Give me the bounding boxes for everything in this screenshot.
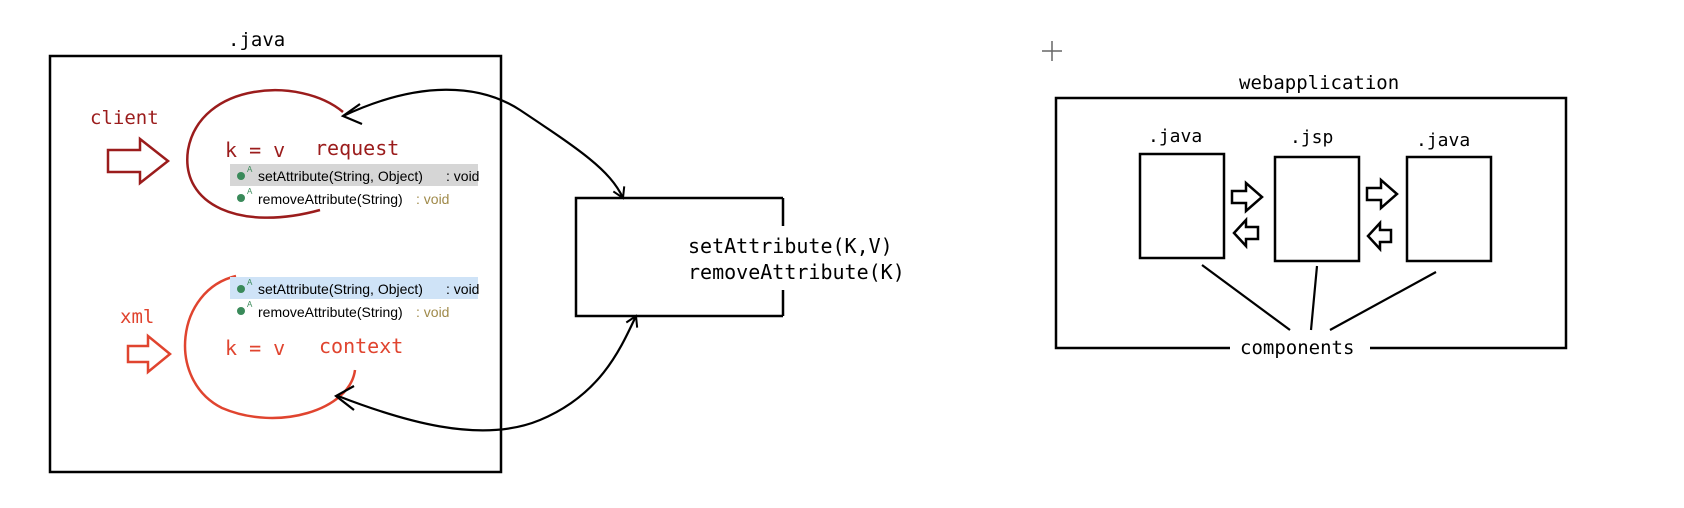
- autocomplete-bottom-item-1-name: setAttribute(String, Object): [258, 281, 423, 297]
- autocomplete-top-item-1-ret: : void: [446, 168, 479, 184]
- autocomplete-top-item-2: A removeAttribute(String) : void: [237, 187, 449, 207]
- method-icon-marker: A: [247, 300, 253, 309]
- autocomplete-top-highlight: [230, 164, 478, 186]
- autocomplete-top-item-1-name: setAttribute(String, Object): [258, 168, 423, 184]
- component-box-2: [1273, 155, 1361, 263]
- component-box-1-label: .java: [1148, 126, 1202, 147]
- context-scope-label: context: [319, 334, 403, 358]
- arrow-left-icon: [1366, 219, 1393, 253]
- component-box-1: [1138, 152, 1226, 260]
- component-box-3-label: .java: [1416, 130, 1470, 151]
- java-container: [48, 54, 503, 474]
- request-connector: [342, 88, 626, 200]
- method-icon-marker: A: [247, 187, 253, 196]
- component-box-2-label: .jsp: [1290, 127, 1333, 148]
- method-icon: [237, 285, 245, 293]
- request-scope-arc: [186, 89, 344, 219]
- method-icon-marker: A: [247, 165, 253, 174]
- component-box-3: [1405, 155, 1493, 263]
- client-arrow-icon: [106, 136, 171, 186]
- request-connector-head: [340, 103, 363, 126]
- autocomplete-bottom-item-2-ret: : void: [416, 304, 449, 320]
- client-label: client: [90, 107, 159, 129]
- arrow-right-icon: [1365, 177, 1399, 211]
- attribute-box: [574, 196, 785, 318]
- method-icon: [237, 307, 245, 315]
- java-container-title: .java: [228, 29, 285, 51]
- method-icon-marker: A: [247, 278, 253, 287]
- xml-label: xml: [120, 306, 154, 328]
- component-link-1: [1201, 264, 1291, 331]
- webapplication-bottom-gap: [1230, 340, 1370, 356]
- context-connector: [337, 314, 639, 432]
- autocomplete-bottom-item-1: A setAttribute(String, Object) : void: [237, 278, 479, 297]
- autocomplete-top-item-1: A setAttribute(String, Object) : void: [237, 165, 479, 184]
- autocomplete-bottom-item-2: A removeAttribute(String) : void: [237, 300, 449, 320]
- arrow-left-icon: [1232, 216, 1260, 250]
- webapplication-title: webapplication: [1239, 72, 1399, 94]
- arrow-right-icon: [1230, 180, 1264, 214]
- autocomplete-bottom-item-1-ret: : void: [446, 281, 479, 297]
- context-connector-head: [334, 385, 355, 411]
- method-icon: [237, 172, 245, 180]
- autocomplete-top-item-2-ret: : void: [416, 191, 449, 207]
- crosshair-cursor-icon: [1042, 41, 1062, 61]
- request-scope-label: request: [315, 136, 399, 160]
- autocomplete-top-item-2-name: removeAttribute(String): [258, 191, 403, 207]
- context-scope-arc: [183, 274, 357, 420]
- xml-arrow-icon: [126, 333, 172, 375]
- component-link-3: [1329, 271, 1437, 331]
- request-kv: k = v: [225, 138, 285, 162]
- method-remove-attribute: removeAttribute(K): [688, 260, 905, 284]
- components-label: components: [1240, 337, 1354, 359]
- webapplication-container: [1054, 96, 1568, 350]
- context-kv: k = v: [225, 336, 285, 360]
- method-icon: [237, 194, 245, 202]
- component-link-2: [1309, 265, 1319, 331]
- autocomplete-bottom-highlight: [230, 277, 478, 299]
- method-set-attribute: setAttribute(K,V): [688, 234, 893, 258]
- autocomplete-bottom-item-2-name: removeAttribute(String): [258, 304, 403, 320]
